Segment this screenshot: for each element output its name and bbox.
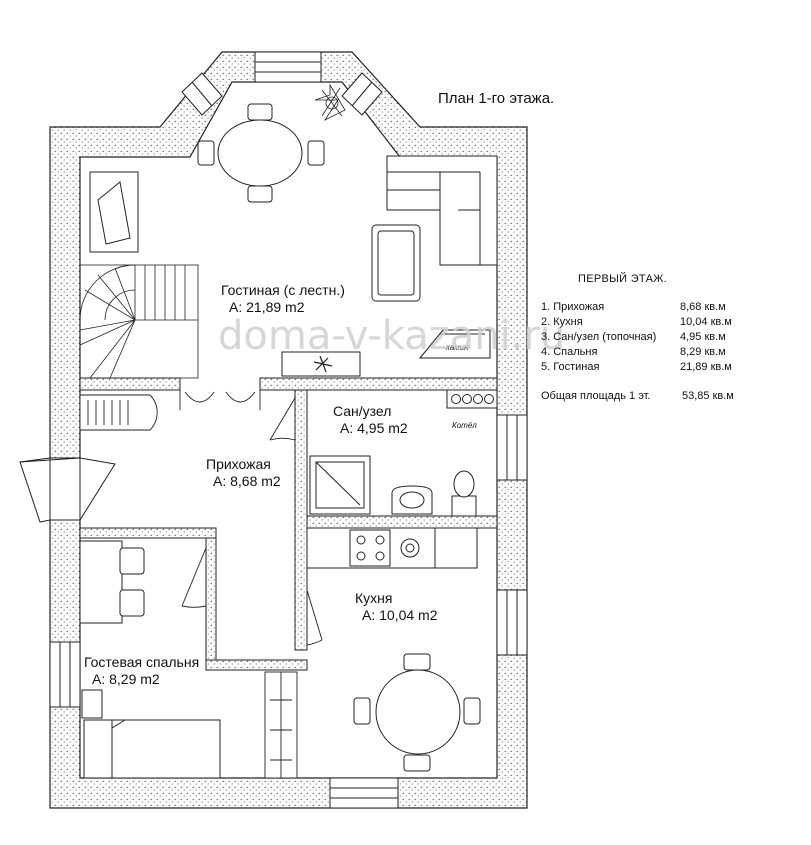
summary-item-value: 21,89 кв.м	[680, 361, 732, 373]
watermark: doma-v-kazani.ru	[218, 313, 565, 359]
staircase	[79, 264, 199, 379]
interior-walls	[79, 377, 498, 671]
bedroom-desk	[79, 540, 145, 624]
coffee-table	[371, 224, 421, 302]
fireplace-label: камин	[446, 343, 469, 352]
interior-doors	[179, 390, 323, 646]
bedroom-wardrobe	[264, 671, 298, 779]
bay-windows	[181, 51, 383, 116]
bed	[81, 689, 221, 779]
summary-total-label: Общая площадь 1 эт.	[541, 390, 650, 402]
room-bedroom-area: А: 8,29 m2	[92, 671, 160, 687]
plant-icon	[314, 83, 346, 122]
dining-table-kitchen	[353, 653, 481, 772]
room-kitchen-name: Кухня	[355, 590, 392, 606]
room-living-area: А: 21,89 m2	[229, 299, 305, 315]
fireplace	[418, 329, 491, 359]
corner-sofa	[386, 155, 498, 266]
summary-item-value: 8,68 кв.м	[680, 301, 726, 313]
summary-item-name: 2. Кухня	[541, 316, 583, 328]
summary-item-value: 8,29 кв.м	[680, 346, 726, 358]
summary-total-value: 53,85 кв.м	[682, 390, 734, 402]
summary-item-name: 5. Гостиная	[541, 361, 599, 373]
summary-item-value: 10,04 кв.м	[680, 316, 732, 328]
side-windows	[49, 414, 528, 809]
summary-heading: ПЕРВЫЙ ЭТАЖ.	[578, 272, 667, 285]
sink-bath	[391, 485, 433, 515]
boiler-label: Котёл	[452, 421, 477, 430]
room-bathroom-area: А: 4,95 m2	[340, 420, 408, 436]
boiler-row	[446, 389, 498, 409]
entrance-door	[19, 457, 116, 523]
tv-stand	[281, 351, 361, 377]
room-living-name: Гостиная (с лестн.)	[221, 282, 345, 298]
summary-item-name: 1. Прихожая	[541, 301, 604, 313]
room-bedroom-name: Гостевая спальня	[84, 654, 199, 670]
kitchen-counter	[306, 527, 478, 569]
summary-item-value: 4,95 кв.м	[680, 331, 726, 343]
summary-item-name: 4. Спальня	[541, 346, 597, 358]
summary-item-name: 3. Сан/узел (топочная)	[541, 331, 656, 343]
shower	[309, 455, 371, 515]
room-kitchen-area: А: 10,04 m2	[362, 607, 438, 623]
dining-table-living	[197, 103, 325, 203]
desk	[89, 171, 139, 253]
wardrobe-hall	[79, 394, 158, 431]
room-bathroom-name: Сан/узел	[333, 403, 391, 419]
summary-list: 1. Прихожая 8,68 кв.м 2. Кухня 10,04 кв.…	[541, 301, 732, 373]
room-hall-name: Прихожая	[206, 456, 271, 472]
room-hall-area: А: 8,68 m2	[213, 473, 281, 489]
plan-title: План 1-го этажа.	[438, 90, 554, 107]
toilet	[451, 470, 477, 517]
